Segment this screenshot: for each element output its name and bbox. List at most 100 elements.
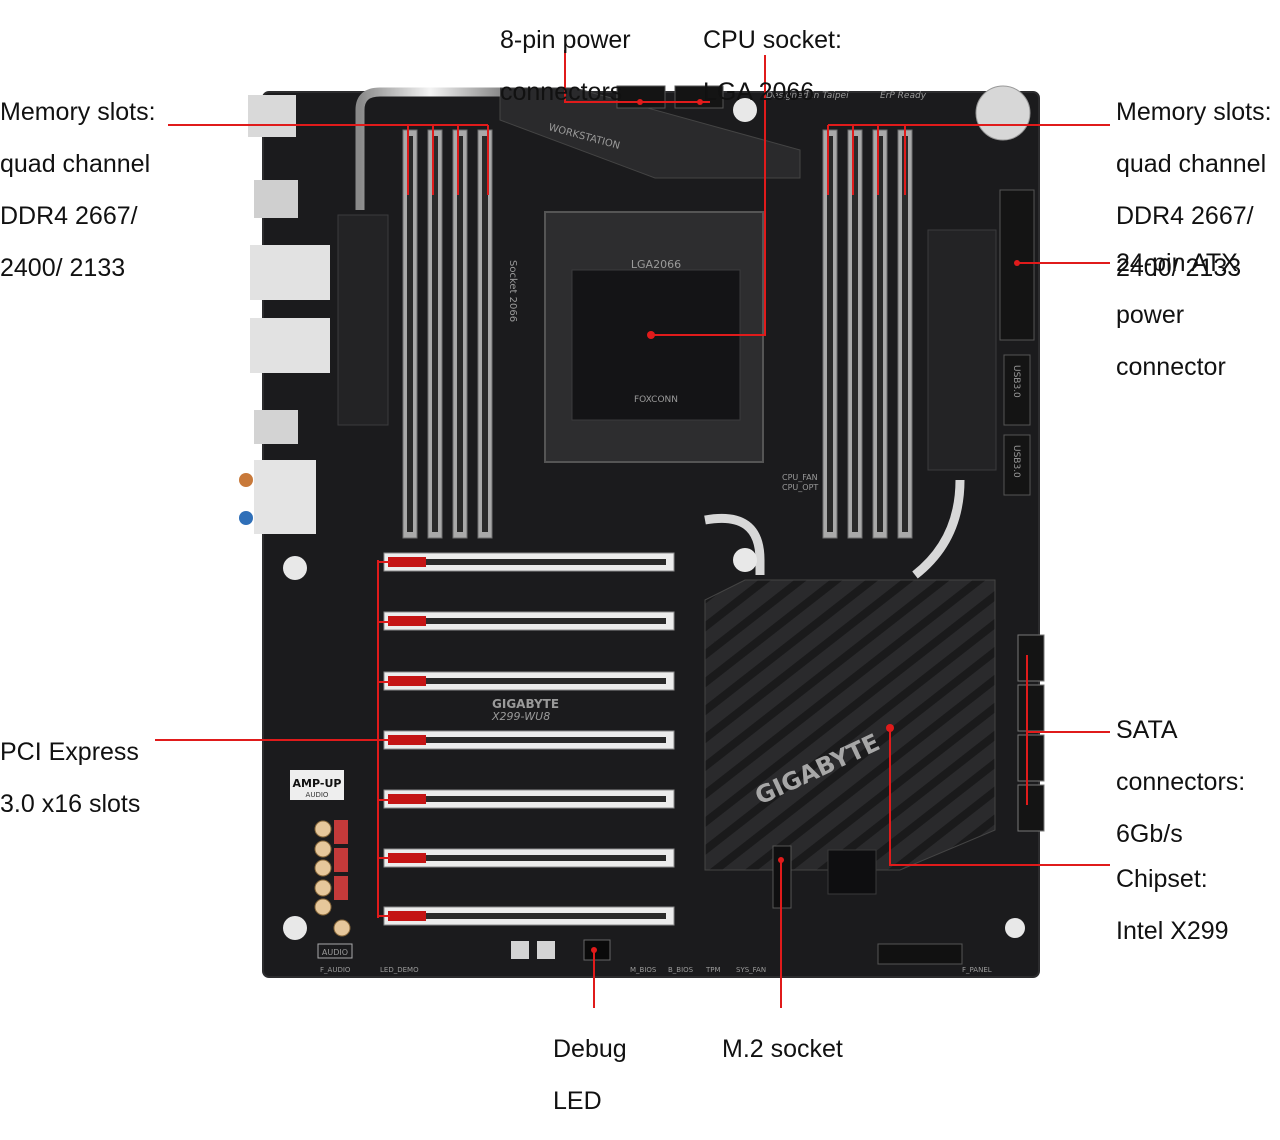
foxconn-board-label: FOXCONN [634,395,678,405]
socket-board-label: Socket 2066 [507,260,518,322]
mount-hole-3 [733,548,757,572]
label-8pin-power: 8-pin power connectors [500,1,631,131]
label-memory-right-line-3: DDR4 2667/ [1116,202,1254,230]
label-memory-left-line-4: 2400/ 2133 [0,254,126,282]
dimm-slots-left [402,129,493,539]
label-sata-line-3: 6Gb/s [1116,820,1183,848]
io-lan-1 [250,245,330,300]
dimm-slot-left-channel-2 [432,136,438,532]
pcie-slot-channel-1 [398,559,666,565]
audio-cap-red-1 [334,820,348,844]
label-8pin-power-line-1: 8-pin power [500,26,631,54]
line-8pin [564,50,710,103]
pcie-slot-latch-2 [388,616,426,626]
rear-io-ports [239,95,330,534]
label-cpu-socket-line-2: LGA 2066 [703,78,815,106]
label-pci-express-line-1: PCI Express [0,738,139,766]
label-chipset: Chipset: Intel X299 [1116,840,1229,970]
label-sata: SATA connectors: 6Gb/s [1116,691,1245,873]
label-memory-left: Memory slots: quad channel DDR4 2667/ 24… [0,73,156,307]
f-audio-box [317,943,353,959]
audio-cap-red-2 [334,848,348,872]
motherboard-illustration: LGA2066 FOXCONN Socket 2066 WORKSTATION … [155,50,1110,1008]
heat-pipe-right [912,479,965,579]
label-atx-24pin-line-3: connector [1116,353,1226,381]
annotation-dots [591,99,1020,953]
cmos-button [511,941,529,959]
heat-pipe-bottom [704,513,765,575]
audio-cap-2 [314,840,332,858]
cpu-opt-board-label: CPU_OPT [782,483,818,492]
usb30-board-label-1: USB3.0 [1011,365,1021,398]
label-memory-left-line-3: DDR4 2667/ [0,202,138,230]
audio-cap-red-3 [334,876,348,900]
label-debug-led-line-1: Debug [553,1035,627,1063]
cpu-socket-cover [571,269,741,421]
dimm-slot-right-channel-1 [827,136,833,532]
audio-cap-3 [314,859,332,877]
pcie-slot-channel-3 [398,678,666,684]
ampup-badge [290,770,344,800]
io-usb-stack-1 [254,180,298,218]
io-audio-jack-blue [239,511,253,525]
audio-cap-6 [333,919,351,937]
sata-connector-4 [1017,784,1045,832]
rst-button [537,941,555,959]
pcie-slot-channel-6 [398,855,666,861]
dimm-slot-right-channel-4 [902,136,908,532]
vrm-heatsink-right [927,229,997,471]
label-8pin-power-line-2: connectors [500,78,623,106]
io-ps2 [248,95,296,137]
label-m2-socket-line-1: M.2 socket [722,1035,843,1063]
dimm-slot-left-channel-3 [457,136,463,532]
pcie-slot-channel-5 [398,796,666,802]
cpu-socket: LGA2066 FOXCONN Socket 2066 [507,211,764,463]
label-memory-right-line-4: 2400/ 2133 [1116,254,1242,282]
annotation-lines [155,50,1110,1008]
label-memory-right-line-1: Memory slots: [1116,98,1272,126]
audio-board-label: AUDIO [306,791,329,799]
pcie-slot-latch-3 [388,676,426,686]
label-debug-led: Debug LED [553,1010,627,1140]
label-sata-line-2: connectors: [1116,768,1246,796]
pcie-slot-channel-2 [398,618,666,624]
io-audio-block [254,460,316,534]
sata-connector-2 [1017,684,1045,732]
pcie-slots [383,552,675,926]
vrm-heatsink-left [337,214,389,426]
audio-cap-1 [314,820,332,838]
f-audio-silk: F_AUDIO [320,966,351,974]
dimm-slot-left-channel-4 [482,136,488,532]
label-pci-express-line-2: 3.0 x16 slots [0,790,141,818]
mount-hole-2 [283,916,307,940]
pcie-slot-channel-7 [398,913,666,919]
controller-chip [827,849,877,895]
label-pci-express: PCI Express 3.0 x16 slots [0,713,140,843]
label-memory-right: Memory slots: quad channel DDR4 2667/ 24… [1116,73,1272,307]
line-cpu [651,55,766,336]
f-panel-silk: F_PANEL [962,966,992,974]
mount-hole-5 [1005,918,1025,938]
sys-fan-silk: SYS_FAN [736,966,766,974]
designed-board-label: Designed in Taipei [766,91,849,101]
label-chipset-line-1: Chipset: [1116,865,1208,893]
dot-atx [1014,260,1020,266]
label-debug-led-line-2: LED [553,1087,602,1115]
sata-connectors [1017,634,1045,832]
audio-cap-4 [314,879,332,897]
cpu-fan-board-label: CPU_FAN [782,473,818,482]
m-bios-silk: M_BIOS [630,966,657,974]
label-m2-socket: M.2 socket [722,1010,843,1088]
dimm-slots-right [822,129,913,539]
f-audio-box-label: AUDIO [322,948,348,957]
usb30-header-2 [1003,434,1031,496]
label-atx-24pin: 24-pin ATX power connector [1116,224,1238,406]
audio-capacitors [314,820,351,937]
label-sata-line-1: SATA [1116,716,1178,744]
sata-connector-3 [1017,734,1045,782]
pcie-slot-latch-5 [388,794,426,804]
small-brand-board-label: GIGABYTE [492,697,559,711]
io-audio-jack-orange [239,473,253,487]
ampup-board-label: AMP-UP [293,777,342,790]
line-chipset [889,728,1110,866]
